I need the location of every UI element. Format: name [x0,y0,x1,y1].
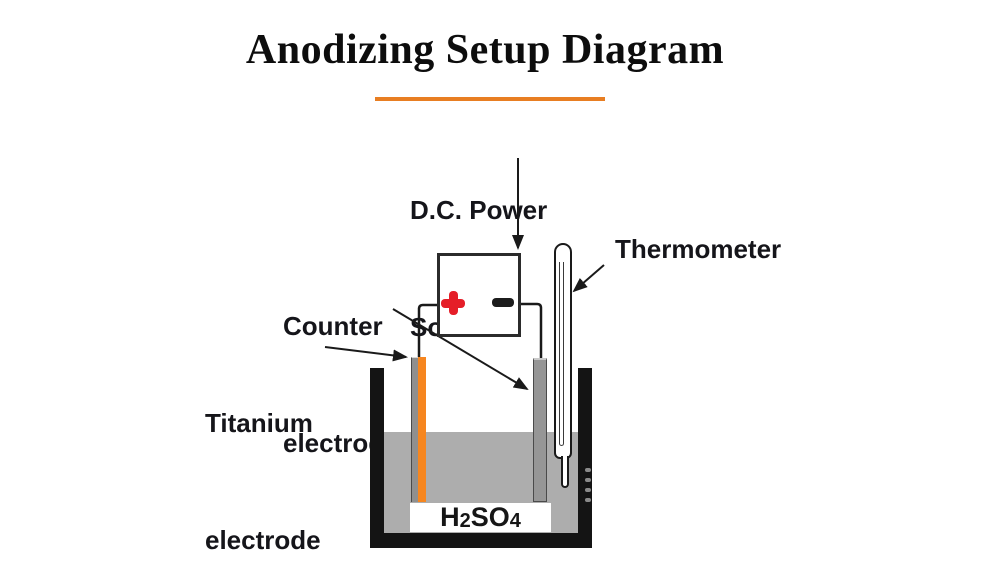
beaker-graduation-tick [585,468,591,472]
label-titanium-electrode: Titanium electrode [205,326,321,563]
plus-horizontal-bar [441,298,465,308]
title-underline [375,97,605,101]
formula-h-subscript: 2 [459,510,471,532]
label-thermometer: Thermometer [615,234,782,264]
counter-electrode [533,358,547,502]
formula-o-subscript: 4 [509,510,521,532]
titanium-electrode-front-face [418,357,426,502]
arrow-thermometer [572,264,605,293]
page-title: Anodizing Setup Diagram [245,27,725,73]
beaker-graduation-tick [585,488,591,492]
thermometer-bulb-tip [561,456,569,488]
negative-terminal-icon [492,298,514,307]
thermometer-capillary [559,262,564,446]
formula-so: SO [470,502,510,532]
beaker [370,368,592,548]
formula-h: H [440,502,460,532]
beaker-graduation-tick [585,478,591,482]
label-dc-power-line1: D.C. Power [410,195,548,225]
label-titanium-line1: Titanium [205,408,313,438]
positive-terminal-icon [441,291,465,315]
label-titanium-line2: electrode [205,525,321,555]
label-counter-line1: Counter [283,311,383,341]
beaker-graduation-tick [585,498,591,502]
